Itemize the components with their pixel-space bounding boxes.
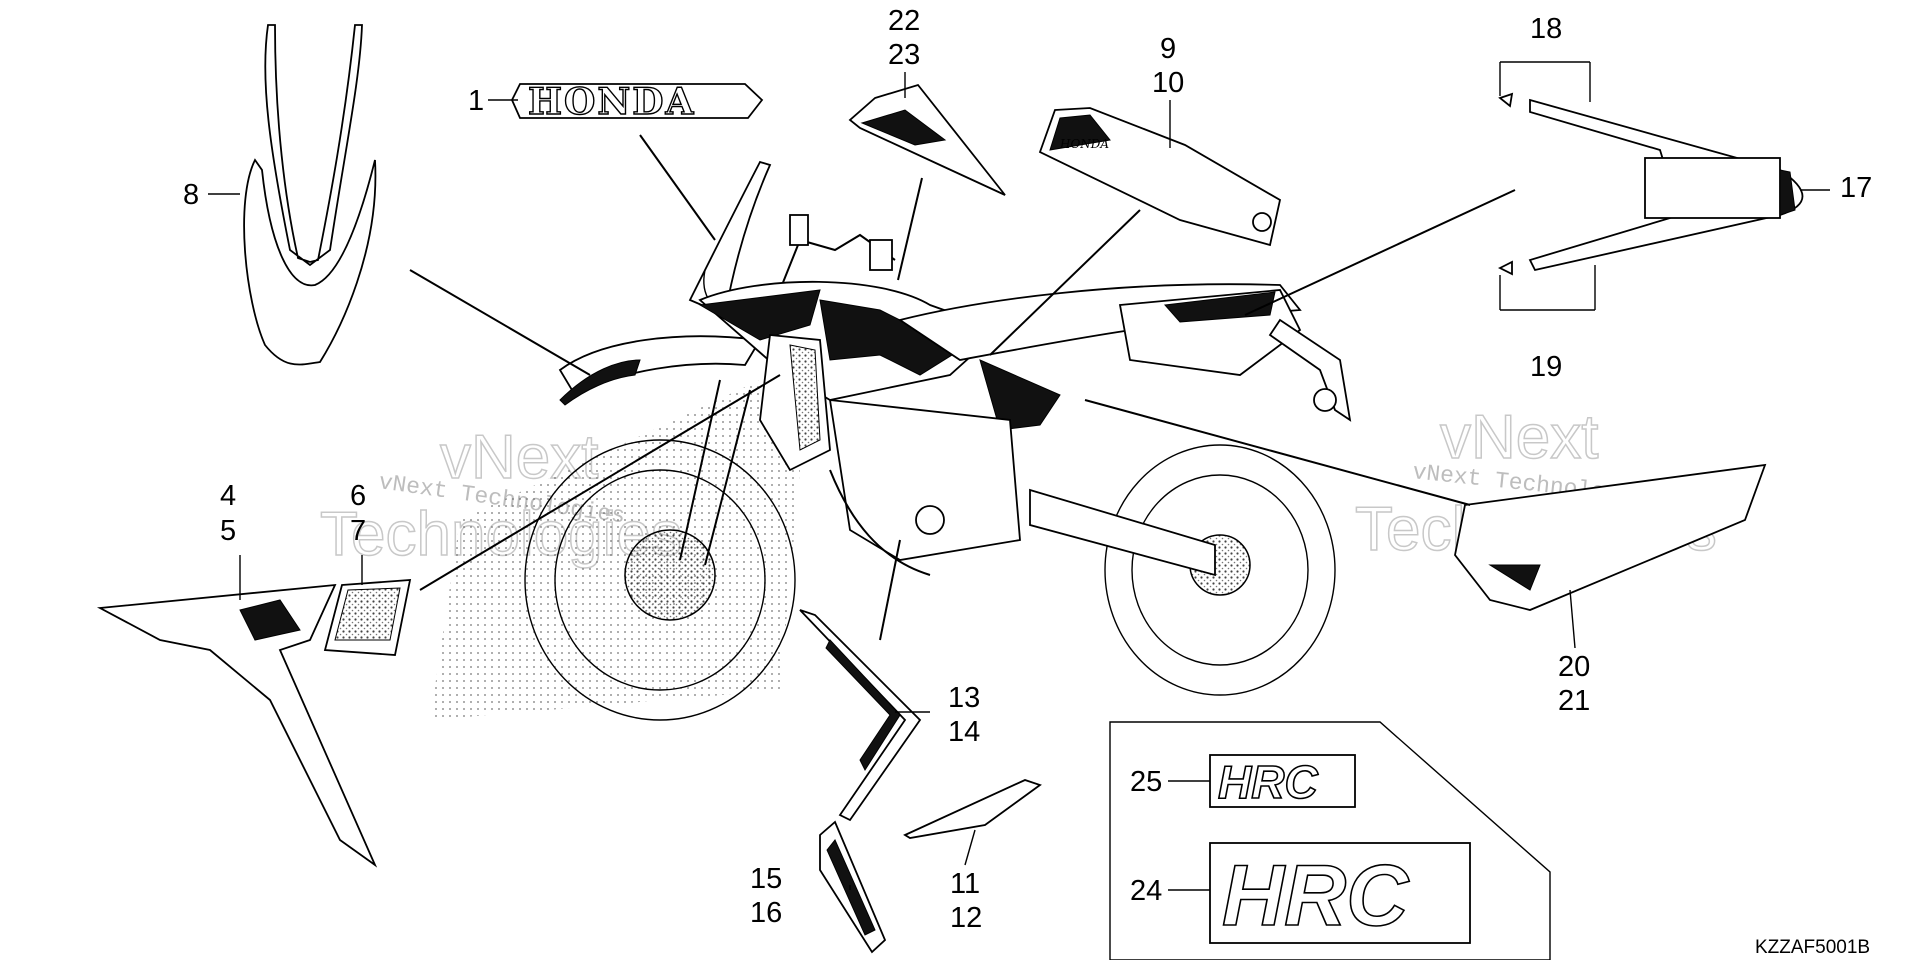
callout-24: 24 bbox=[1130, 875, 1162, 907]
leader-6-pointer bbox=[419, 374, 781, 591]
rear-cover-tip bbox=[1779, 169, 1796, 216]
radiator-grille bbox=[789, 344, 821, 451]
fender-stripe-lower bbox=[243, 158, 377, 366]
mirror bbox=[869, 239, 893, 271]
callout-18: 18 bbox=[1530, 13, 1562, 45]
callout-5: 5 bbox=[220, 515, 236, 547]
mirror-left bbox=[789, 214, 809, 246]
shroud-decal-black bbox=[860, 109, 947, 146]
turn-signal bbox=[1313, 388, 1337, 412]
front-wheel-rim bbox=[554, 469, 766, 691]
callout-17: 17 bbox=[1840, 172, 1872, 204]
tail-decal-black bbox=[1488, 564, 1541, 591]
callout-13: 13 bbox=[948, 682, 980, 714]
rear-wheel-tire bbox=[1104, 444, 1336, 696]
rear-cover-plate bbox=[1644, 157, 1781, 219]
callout-10: 10 bbox=[1152, 67, 1184, 99]
honda-emblem-text: HONDA bbox=[528, 81, 695, 123]
part-22-23-shroud-decal bbox=[848, 83, 1006, 281]
callout-23: 23 bbox=[888, 39, 920, 71]
fender-stripe-upper bbox=[264, 24, 363, 267]
front-wheel-tire bbox=[524, 439, 796, 721]
leader-11 bbox=[964, 829, 976, 866]
hrc-logo-small: HRC bbox=[1218, 756, 1318, 808]
callout-22: 22 bbox=[888, 5, 920, 37]
hrc-logo-small-frame bbox=[1209, 754, 1356, 808]
front-fork bbox=[679, 379, 751, 566]
callout-4: 4 bbox=[220, 480, 236, 512]
hrc-decal-box: HRC HRC bbox=[1109, 721, 1551, 960]
callout-labels: 1 4 5 6 7 8 9 10 11 12 13 14 15 16 17 18… bbox=[183, 5, 1872, 934]
tank-shroud-black bbox=[698, 289, 821, 341]
engine-cover bbox=[915, 505, 945, 535]
swingarm bbox=[1029, 488, 1216, 577]
part-15-16-stripe bbox=[819, 820, 887, 954]
callout-16: 16 bbox=[750, 897, 782, 929]
front-fender-stripe bbox=[559, 359, 641, 406]
leader-9-pointer bbox=[989, 209, 1141, 356]
stripe-15-inner bbox=[826, 839, 876, 936]
rear-wheel-rim bbox=[1131, 474, 1309, 666]
exhaust-pipe bbox=[829, 469, 931, 576]
shroud-decal-6-pattern bbox=[334, 587, 401, 641]
part-9-10-tank-decal: HONDA bbox=[989, 107, 1282, 356]
stripe-13-shape bbox=[799, 609, 922, 822]
leader-22-pointer bbox=[897, 177, 923, 281]
tank-decal-shape bbox=[1038, 107, 1282, 247]
hrc-logo-large-frame bbox=[1209, 842, 1471, 944]
callout-19: 19 bbox=[1530, 351, 1562, 383]
leader-20-pointer bbox=[1084, 399, 1471, 506]
front-brake-disc bbox=[624, 529, 716, 621]
part-1-honda-emblem: HONDA bbox=[511, 80, 764, 241]
callout-12: 12 bbox=[950, 902, 982, 934]
leader-13-pointer bbox=[879, 539, 901, 641]
callout-9: 9 bbox=[1160, 33, 1176, 65]
motorcycle-illustration bbox=[430, 160, 1352, 721]
tank-decal-logo: HONDA bbox=[1059, 137, 1109, 151]
tank-decal-hole bbox=[1252, 212, 1272, 232]
stripe-11-shape bbox=[903, 779, 1042, 839]
callout-1: 1 bbox=[468, 85, 484, 117]
rear-fender bbox=[1268, 318, 1352, 422]
part-20-21-tail-decal bbox=[1084, 399, 1767, 611]
callout-14: 14 bbox=[948, 716, 980, 748]
callout-8: 8 bbox=[183, 179, 199, 211]
tank-side-black bbox=[819, 299, 962, 376]
leader-20 bbox=[1569, 589, 1576, 649]
shroud-decal-4-black bbox=[239, 599, 301, 641]
hrc-logo-large: HRC bbox=[1222, 848, 1410, 944]
tank-decal-black bbox=[1049, 114, 1111, 151]
stripe-13-inner bbox=[825, 639, 901, 772]
side-panel-stripe bbox=[979, 359, 1061, 431]
callout-11: 11 bbox=[950, 868, 980, 900]
part-8-fender-stripe bbox=[243, 24, 591, 376]
callout-20: 20 bbox=[1558, 651, 1590, 683]
callout-leaders bbox=[208, 61, 1830, 891]
leader-8-pointer bbox=[409, 269, 591, 376]
rear-cover-tab-upper bbox=[1498, 92, 1514, 108]
shroud-decal-4-shape bbox=[96, 583, 378, 868]
watermark-large-right-line1: vNext bbox=[1440, 403, 1598, 472]
callout-25: 25 bbox=[1130, 766, 1162, 798]
leader-17-pointer bbox=[1244, 189, 1516, 316]
callout-7: 7 bbox=[350, 515, 366, 547]
part-17-rear-cover bbox=[1244, 92, 1804, 316]
rear-cover-tab-lower bbox=[1497, 260, 1513, 276]
hrc-box-outline bbox=[1109, 721, 1551, 960]
stipple-shadow bbox=[430, 380, 800, 720]
leader-1-pointer bbox=[639, 134, 716, 241]
callout-21: 21 bbox=[1558, 685, 1590, 717]
part-11-12-stripe bbox=[903, 779, 1042, 839]
callout-15: 15 bbox=[750, 863, 782, 895]
diagram-code: KZZAF5001B bbox=[1755, 937, 1870, 958]
callout-6: 6 bbox=[350, 480, 366, 512]
part-4-5-shroud-decal bbox=[96, 583, 378, 868]
engine-block bbox=[828, 398, 1021, 561]
part-6-7-shroud-decal bbox=[323, 374, 781, 656]
part-13-14-stripe bbox=[799, 539, 922, 822]
